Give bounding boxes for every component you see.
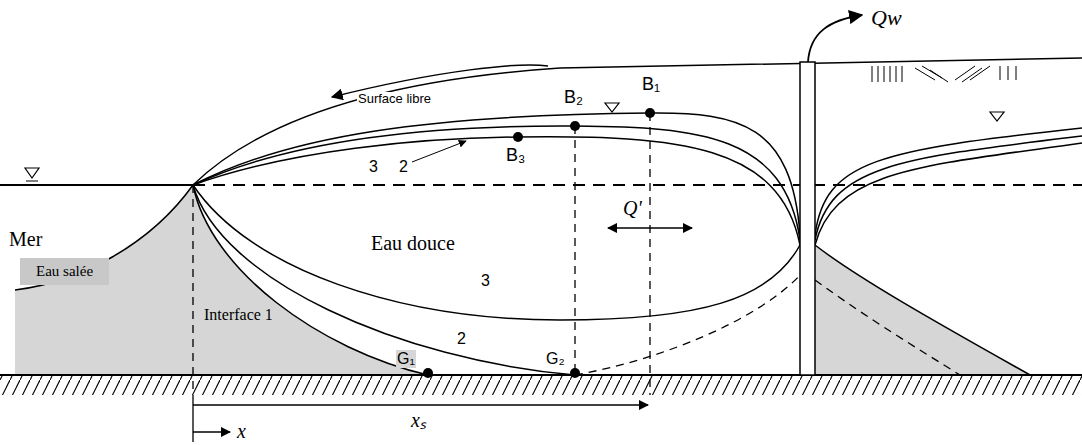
point-label: G₁ — [396, 350, 416, 368]
flow-arrow — [608, 227, 692, 228]
impermeable-base — [0, 375, 1082, 395]
region-label: Eau salée — [20, 258, 109, 285]
curve-number: 2 — [456, 330, 467, 348]
water-level-symbol — [990, 112, 1004, 121]
curve-number: 3 — [480, 272, 491, 290]
interfaces — [193, 185, 1030, 375]
soil-texture — [872, 66, 1016, 82]
water-level-symbol — [25, 168, 39, 178]
sea-level-dashed — [193, 184, 1082, 186]
ground-surface — [193, 58, 1082, 185]
origin-tick — [192, 395, 193, 442]
discharge-label: Qw — [870, 6, 903, 30]
region-label: Mer — [8, 228, 43, 250]
points — [423, 108, 655, 378]
dimension-label: xₛ — [410, 409, 427, 431]
axis-arrow — [193, 431, 230, 432]
salt-wedge — [193, 185, 428, 375]
interfaces-dashed — [575, 272, 960, 375]
water-level-symbol — [605, 103, 619, 112]
curve-number: 2 — [398, 158, 409, 176]
point-label: G₂ — [545, 350, 566, 368]
flow-label: Q' — [622, 197, 643, 219]
sea-salt-water — [15, 185, 193, 375]
pumping-well — [800, 62, 815, 375]
region-label: Eau douce — [370, 232, 456, 254]
pumping-arrow — [808, 15, 862, 62]
point-label: B₂ — [563, 88, 584, 108]
point-label: B₃ — [505, 146, 526, 166]
interface-label: Interface 1 — [203, 306, 274, 324]
water-tables — [193, 113, 1082, 245]
dimension-arrow — [193, 404, 648, 405]
impermeable-base — [0, 374, 1082, 376]
upconing-salt — [815, 245, 1030, 375]
curve-number: 3 — [368, 158, 379, 176]
axis-label: x — [236, 420, 247, 442]
water-level-symbol — [26, 181, 38, 182]
sea-level — [0, 184, 193, 186]
reference-lines — [193, 113, 650, 395]
pointer-arrow — [412, 141, 466, 162]
point-label: B₁ — [641, 75, 661, 95]
surface-label: Surface libre — [357, 92, 432, 106]
